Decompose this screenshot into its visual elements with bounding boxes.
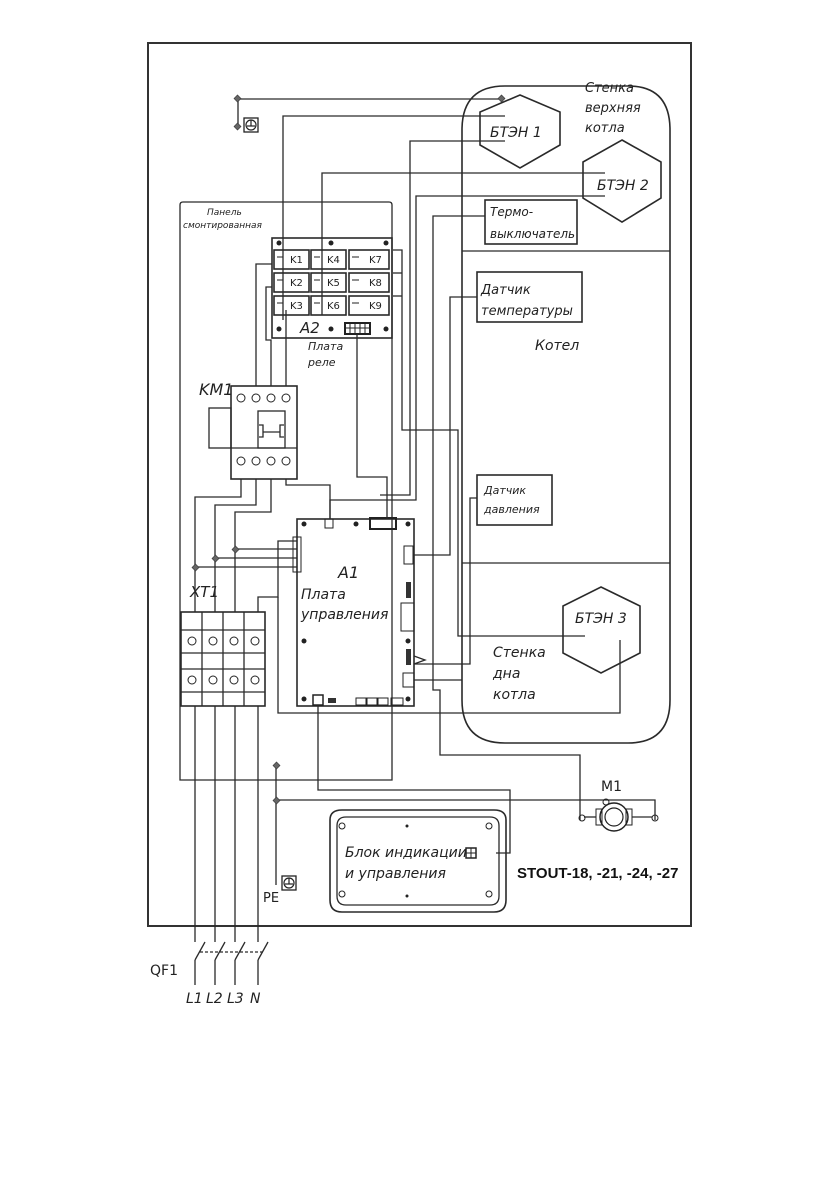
ground-symbol-pe — [281, 875, 297, 891]
relay-k1 — [273, 249, 310, 270]
control-board-label-2: управления — [300, 607, 388, 623]
bottom-wall-label-2: дна — [492, 666, 520, 682]
junction-node — [211, 554, 220, 563]
pressure-sensor-label-2: давления — [483, 503, 540, 516]
outer-frame — [147, 42, 692, 927]
heater-1-label: БТЭН 1 — [490, 125, 542, 141]
relay-k6-label: K6 — [327, 301, 340, 312]
relay-board-label-2: реле — [307, 356, 336, 369]
relay-k9 — [348, 295, 390, 316]
bottom-wall-label-3: котла — [493, 687, 536, 703]
control-board-id: A1 — [337, 563, 359, 582]
relay-k3-label: K3 — [290, 301, 303, 312]
thermo-switch-label-2: выключатель — [490, 227, 575, 241]
pump-m1 — [578, 798, 659, 832]
top-wall-label-2: верхняя — [585, 101, 641, 116]
bottom-wall-label-1: Стенка — [493, 645, 546, 661]
control-board — [292, 517, 427, 707]
relay-k6 — [310, 295, 347, 316]
relay-k5 — [310, 272, 347, 293]
panel-label-1: Панель — [207, 208, 242, 218]
heater-2 — [582, 139, 662, 223]
relay-k3 — [273, 295, 310, 316]
terminal-block-xt1 — [180, 611, 266, 707]
heater-3 — [562, 586, 641, 674]
pressure-sensor — [476, 474, 553, 526]
junction-node — [272, 761, 281, 770]
relay-board-id: A2 — [299, 319, 320, 337]
ground-symbol-top — [243, 117, 259, 133]
contactor-km1 — [208, 385, 298, 480]
relay-k5-label: K5 — [327, 278, 340, 289]
relay-k2 — [273, 272, 310, 293]
junction-node — [497, 94, 506, 103]
mounted-panel — [179, 201, 393, 781]
top-wall-label-3: котла — [585, 121, 625, 136]
breaker-qf1 — [194, 941, 269, 961]
temp-sensor-label-2: температуры — [481, 304, 573, 319]
wires — [194, 115, 656, 885]
junction-node — [233, 94, 242, 103]
pressure-sensor-label-1: Датчик — [483, 484, 526, 497]
relay-k8 — [348, 272, 390, 293]
supply-lines — [194, 706, 259, 985]
terminal-block-id: XT1 — [189, 583, 219, 601]
relay-k7-label: K7 — [369, 255, 382, 266]
line-l2: L2 — [206, 991, 223, 1007]
relay-k2-label: K2 — [290, 278, 303, 289]
panel-label-2: смонтированная — [183, 221, 263, 231]
line-n: N — [250, 991, 261, 1007]
junction-node — [231, 545, 240, 554]
junction-node — [233, 122, 242, 131]
thermo-switch-label-1: Термо- — [490, 205, 533, 219]
relay-k4 — [310, 249, 347, 270]
breaker-id: QF1 — [150, 963, 178, 979]
control-board-label-1: Плата — [301, 587, 346, 603]
relay-k4-label: K4 — [327, 255, 340, 266]
contactor-id: KM1 — [199, 380, 233, 399]
heater-1 — [479, 94, 561, 169]
thermo-switch — [484, 199, 578, 245]
relay-k8-label: K8 — [369, 278, 382, 289]
pe-label: PE — [263, 891, 279, 906]
display-unit — [329, 809, 507, 913]
relay-k7 — [348, 249, 390, 270]
boiler-outline — [461, 85, 671, 744]
relay-k9-label: K9 — [369, 301, 382, 312]
heater-3-label: БТЭН 3 — [575, 611, 627, 627]
relay-k1-label: K1 — [290, 255, 303, 266]
display-unit-label-1: Блок индикации — [345, 845, 467, 861]
relay-board — [271, 237, 393, 339]
line-l3: L3 — [227, 991, 244, 1007]
junction-node — [191, 563, 200, 572]
top-wall-label-1: Стенка — [585, 81, 634, 96]
junction-node — [272, 796, 281, 805]
pump-id: M1 — [601, 779, 622, 795]
boiler-body-label: Котел — [535, 338, 579, 354]
line-l1: L1 — [186, 991, 203, 1007]
heater-2-label: БТЭН 2 — [597, 178, 649, 194]
display-unit-label-2: и управления — [345, 866, 446, 882]
model-label: STOUT-18, -21, -24, -27 — [517, 865, 678, 882]
temp-sensor-label-1: Датчик — [480, 283, 531, 298]
relay-board-label-1: Плата — [308, 340, 343, 353]
